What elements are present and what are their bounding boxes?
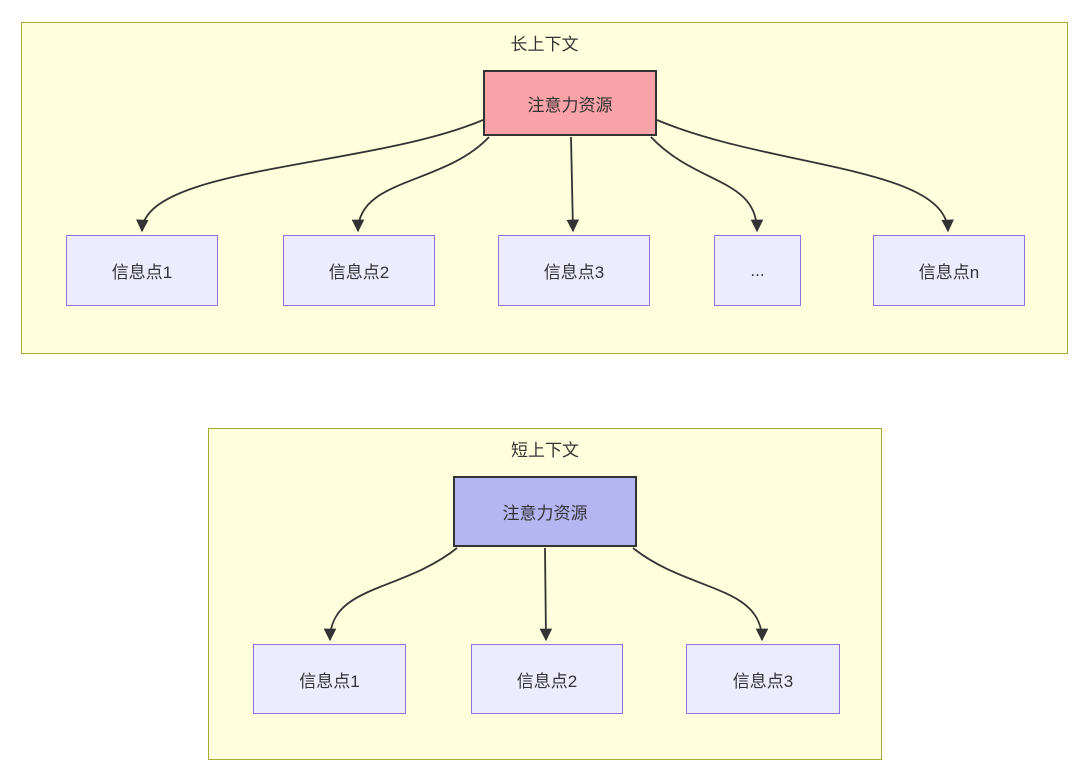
info-node-long-2: 信息点2 [283, 235, 435, 306]
cluster-short-context-title: 短上下文 [511, 441, 579, 460]
info-node-long-ellipsis: ... [714, 235, 801, 306]
attention-node-long: 注意力资源 [483, 70, 657, 136]
info-node-short-3: 信息点3 [686, 644, 840, 714]
info-node-long-n: 信息点n [873, 235, 1025, 306]
attention-node-short: 注意力资源 [453, 476, 637, 547]
cluster-long-context-title: 长上下文 [510, 35, 579, 54]
info-node-long-1: 信息点1 [66, 235, 218, 306]
info-node-short-1: 信息点1 [253, 644, 406, 714]
info-node-long-3: 信息点3 [498, 235, 650, 306]
info-node-short-2: 信息点2 [471, 644, 623, 714]
